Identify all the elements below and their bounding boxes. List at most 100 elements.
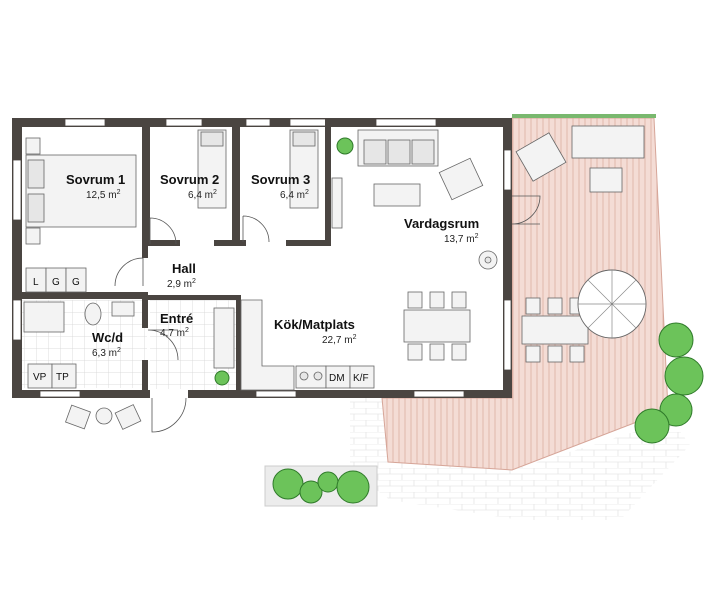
wall-interior: [240, 240, 246, 246]
window: [289, 118, 327, 127]
room-name: Entré: [160, 311, 193, 326]
room-sovrum-3: Sovrum 3 6,4 m2: [251, 172, 310, 201]
shrub: [634, 408, 670, 444]
shrub: [664, 356, 704, 396]
wall-interior: [142, 118, 150, 246]
room-name: Sovrum 2: [160, 172, 219, 187]
shower: [23, 301, 65, 333]
chair: [429, 291, 445, 309]
chair: [407, 343, 423, 361]
window: [12, 299, 22, 341]
dining-table: [403, 309, 471, 343]
bed-pillow: [292, 131, 316, 147]
tv-bench: [331, 177, 343, 229]
wall-interior: [142, 360, 148, 398]
shrub: [272, 468, 304, 500]
entrance-door: [151, 397, 187, 433]
shrub: [659, 393, 693, 427]
outdoor-table: [589, 167, 623, 193]
nightstand: [25, 137, 41, 155]
room-name: Wc/d: [92, 330, 123, 345]
bed-pillow: [27, 193, 45, 223]
kf-label: K/F: [353, 373, 369, 384]
hallway-cabinet: [213, 307, 235, 369]
room-area: 4,7 m2: [160, 327, 189, 339]
potted-plant: [214, 370, 230, 386]
kitchen-counter: [240, 299, 295, 391]
wall-east: [503, 118, 512, 398]
room-area: 13,7 m2: [444, 233, 479, 245]
chair: [429, 343, 445, 361]
window: [39, 390, 81, 398]
room-wcd: Wc/d 6,3 m2: [92, 330, 123, 359]
wall-interior: [232, 118, 240, 246]
door-swing: [114, 257, 144, 287]
outdoor-sofa: [571, 125, 645, 159]
vp-label: VP: [33, 372, 47, 383]
window: [375, 118, 437, 127]
chair: [407, 291, 423, 309]
chair: [547, 345, 563, 363]
nightstand: [25, 227, 41, 245]
stove-hob: [313, 371, 323, 381]
shrub: [317, 471, 339, 493]
room-area: 6,4 m2: [280, 189, 309, 201]
room-name: Vardagsrum: [404, 216, 479, 231]
room-kok-matplats: Kök/Matplats 22,7 m2: [274, 317, 357, 346]
shrub: [299, 480, 323, 504]
room-vardagsrum: Vardagsrum 13,7 m2: [404, 216, 479, 245]
room-area: 12,5 m2: [86, 189, 121, 201]
outdoor-round-table: [95, 407, 113, 425]
outdoor-chair: [114, 404, 142, 430]
sofa-cushion: [363, 139, 387, 165]
storage-g-label: G: [72, 277, 80, 288]
coffee-table: [373, 183, 421, 207]
window: [12, 159, 22, 221]
room-area: 2,9 m2: [167, 278, 196, 290]
shrub: [336, 470, 370, 504]
terrace-door: [511, 195, 541, 225]
wall-interior: [214, 240, 232, 246]
potted-plant: [336, 137, 354, 155]
stove-hob: [299, 371, 309, 381]
chair: [569, 345, 585, 363]
room-area: 6,4 m2: [188, 189, 217, 201]
chair: [547, 297, 563, 315]
chair: [525, 297, 541, 315]
window: [413, 390, 465, 398]
room-sovrum-2: Sovrum 2 6,4 m2: [160, 172, 219, 201]
fridge-freezer: [349, 365, 375, 389]
window: [503, 149, 512, 191]
room-entre: Entré 4,7 m2: [160, 311, 193, 339]
wall-interior: [142, 246, 148, 258]
washer-vp: [27, 363, 53, 389]
room-name: Sovrum 1: [66, 172, 125, 187]
wall-interior: [236, 295, 241, 390]
window: [255, 390, 297, 398]
window: [245, 118, 271, 127]
outdoor-armchair: [515, 132, 567, 182]
room-name: Kök/Matplats: [274, 317, 355, 332]
room-area: 22,7 m2: [322, 334, 357, 346]
outdoor-chair: [65, 404, 91, 430]
room-sovrum-1: Sovrum 1 12,5 m2: [66, 172, 125, 201]
dm-label: DM: [329, 373, 345, 384]
window: [165, 118, 203, 127]
storage-g: [65, 267, 87, 293]
window: [503, 299, 512, 371]
room-hall: Hall 2,9 m2: [167, 261, 196, 290]
wall-interior: [22, 292, 147, 299]
dryer-tp: [51, 363, 77, 389]
wall-interior: [325, 118, 331, 246]
door-swing: [149, 217, 177, 245]
armchair: [438, 157, 484, 201]
sofa-cushion: [387, 139, 411, 165]
wall-interior: [148, 295, 236, 300]
fireplace-core: [484, 256, 492, 264]
wall-interior: [286, 240, 328, 246]
tp-label: TP: [56, 372, 69, 383]
parasol-ribs: [578, 270, 646, 338]
entrance-opening: [150, 389, 188, 399]
sofa-cushion: [411, 139, 435, 165]
